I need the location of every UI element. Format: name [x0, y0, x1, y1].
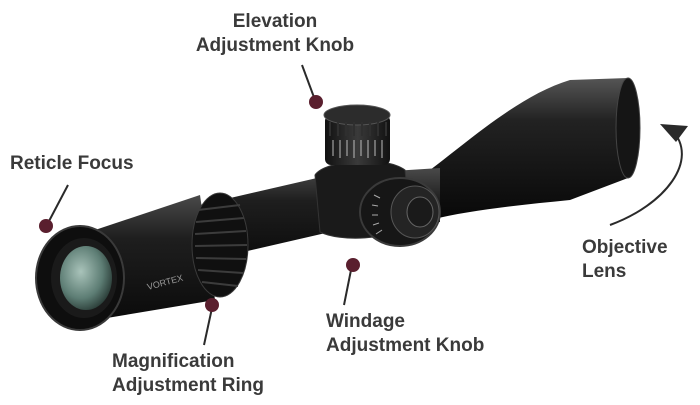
elevation-label: Elevation Adjustment Knob	[195, 10, 355, 58]
magnification-label-line2: Adjustment Ring	[112, 375, 264, 396]
objective-arrow	[609, 124, 688, 226]
reticle-callout-dot	[39, 219, 53, 233]
elevation-label-line1: Elevation	[232, 11, 318, 32]
leader-lines	[47, 64, 353, 346]
elevation-leader	[301, 64, 316, 101]
magnification-callout-dot	[205, 298, 219, 312]
windage-label: Windage Adjustment Knob	[326, 310, 484, 358]
callout-dots	[39, 95, 360, 312]
ocular-end	[35, 225, 125, 331]
reticle-leader	[47, 184, 69, 224]
windage-leader	[343, 264, 353, 306]
objective-lens-label-line1: Objective	[582, 237, 668, 258]
objective-lens-label: Objective Lens	[582, 236, 668, 284]
ocular-lens-glass	[60, 246, 112, 310]
elevation-label-line2: Adjustment Knob	[195, 35, 355, 56]
elevation-knob	[323, 104, 391, 165]
magnification-ring	[191, 192, 249, 298]
objective-bell	[430, 77, 641, 220]
windage-label-line2: Adjustment Knob	[326, 335, 485, 356]
magnification-label-line1: Magnification	[112, 351, 235, 372]
magnification-leader	[203, 307, 213, 346]
reticle-focus-label-line1: Reticle Focus	[10, 153, 134, 174]
windage-callout-dot	[346, 258, 360, 272]
magnification-label: Magnification Adjustment Ring	[112, 350, 264, 398]
objective-lens-label-line2: Lens	[582, 261, 627, 282]
windage-knob	[359, 177, 441, 247]
elevation-callout-dot	[309, 95, 323, 109]
reticle-focus-label: Reticle Focus	[10, 152, 134, 176]
windage-label-line1: Windage	[326, 311, 405, 332]
